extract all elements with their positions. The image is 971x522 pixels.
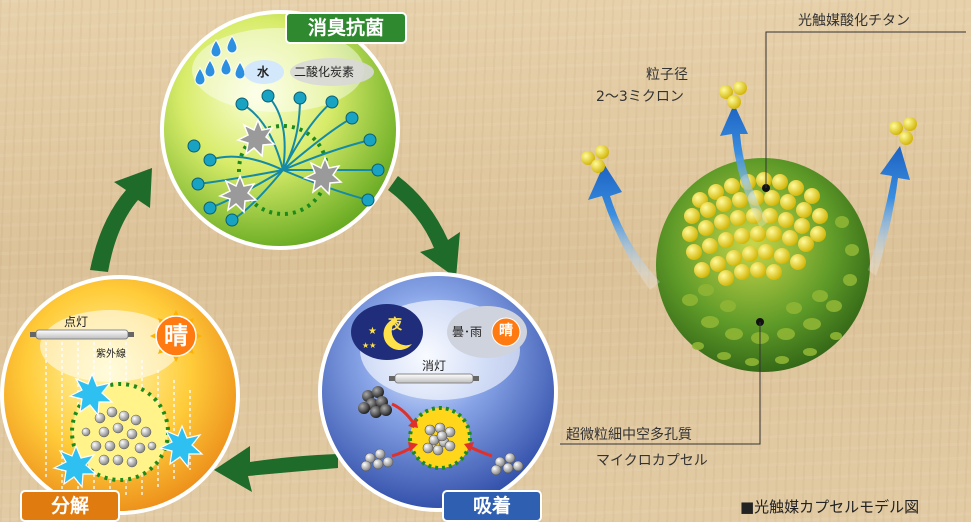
- particle-size-label-2: 2〜3ミクロン: [596, 89, 684, 105]
- svg-text:★★: ★★: [362, 341, 376, 350]
- cloudy-rain-label: 曇･雨: [452, 325, 483, 339]
- arrow-to-adsorb: [388, 176, 460, 278]
- adsorb-circle: ★ ★★: [318, 272, 558, 512]
- water-label: 水: [257, 65, 270, 79]
- light-off-label: 消灯: [422, 359, 447, 373]
- deodorize-tag: 消臭抗菌: [285, 12, 407, 44]
- cycle-arrows: [90, 168, 460, 492]
- adsorb-sunny-label: 晴: [499, 323, 513, 339]
- capsule-model: [560, 31, 966, 445]
- light-on-label: 点灯: [64, 315, 89, 329]
- capsule-label-1: 超微粒細中空多孔質: [566, 427, 692, 443]
- decompose-circle: [0, 275, 240, 515]
- svg-text:★: ★: [368, 326, 377, 337]
- model-caption: ■光触媒カプセルモデル図: [740, 498, 920, 516]
- particle-size-label-1: 粒子径: [646, 67, 688, 83]
- sun-icon: [150, 310, 202, 362]
- leader-lines: [560, 31, 966, 445]
- capsule-label-2: マイクロカプセル: [596, 453, 708, 469]
- titanium-label: 光触媒酸化チタン: [798, 13, 910, 29]
- deodorize-circle: [160, 10, 400, 250]
- adsorb-tag: 吸着: [442, 490, 542, 522]
- arrow-to-deodorize: [90, 168, 152, 272]
- uv-label: 紫外線: [96, 349, 126, 360]
- co2-label: 二酸化炭素: [294, 65, 355, 79]
- decompose-tag: 分解: [20, 490, 120, 522]
- arrow-to-decompose: [214, 446, 338, 492]
- night-label: 夜: [388, 317, 402, 333]
- decompose-sunny-label: 晴: [164, 322, 188, 350]
